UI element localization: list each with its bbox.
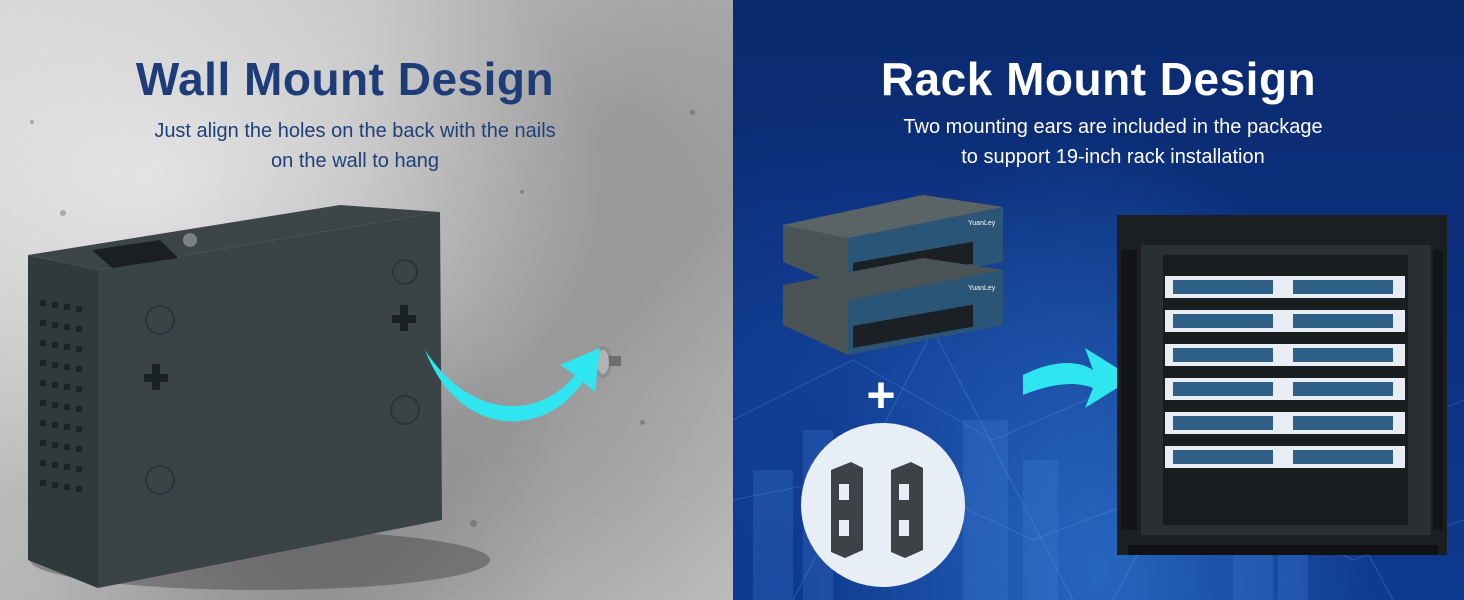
wall-mount-subtitle-line2: on the wall to hang (271, 150, 439, 172)
mounting-ear-icon (891, 462, 923, 558)
wall-mount-illustration (28, 205, 621, 590)
rack-mount-illustration: YuanLey YuanLey + (733, 195, 1464, 600)
plus-icon: + (866, 367, 895, 423)
mounting-ears (801, 423, 965, 587)
rack-mount-panel: YuanLey YuanLey + (733, 0, 1464, 600)
wall-mount-arrow-icon (425, 348, 600, 422)
switch-stack: YuanLey YuanLey (783, 195, 1003, 355)
rack-mount-subtitle-line1: Two mounting ears are included in the pa… (903, 116, 1323, 138)
wall-mount-subtitle-line1: Just align the holes on the back with th… (154, 120, 556, 142)
switch-brand-bottom: YuanLey (968, 285, 996, 292)
wall-mount-title: Wall Mount Design (135, 53, 555, 105)
mounting-ear-icon (831, 462, 863, 558)
switch-brand-top: YuanLey (968, 220, 996, 227)
wall-mount-subtitle: Just align the holes on the back with th… (0, 116, 710, 176)
rack-mount-subtitle-line2: to support 19-inch rack installation (961, 146, 1265, 168)
city-skyline (753, 410, 1308, 600)
rack-mount-subtitle: Two mounting ears are included in the pa… (733, 112, 1464, 172)
switch-device-back (28, 205, 442, 588)
rack-mount-title: Rack Mount Design (880, 53, 1317, 105)
rack-mount-arrow-icon (1023, 348, 1133, 408)
rack-cabinet (1117, 215, 1447, 555)
wall-mount-panel: Wall Mount Design Just align the holes o… (0, 0, 733, 600)
